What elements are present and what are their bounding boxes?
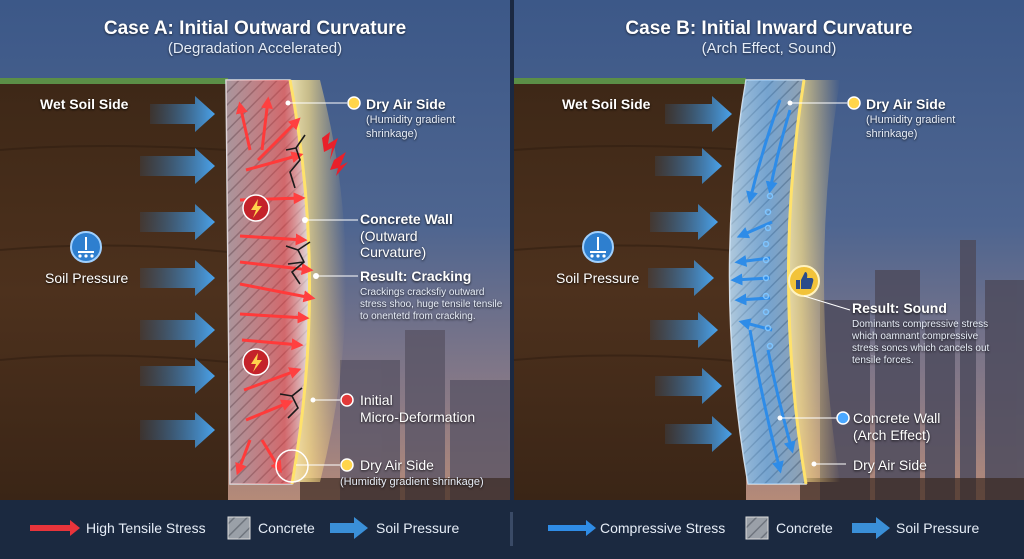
marker-dot-icon [777,96,861,467]
legend-bar [0,500,1024,559]
case-b-dry-air-bottom-label: Dry Air Side [853,457,927,473]
case-a-panel [0,0,510,500]
case-b-dry-air-note-1: (Humidity gradient [866,114,956,126]
case-b-soil-pressure-label: Soil Pressure [556,270,640,286]
marker-dot-icon [285,96,361,472]
legend-b-soil-pressure: Soil Pressure [896,520,980,536]
legend-a-tensile: High Tensile Stress [86,520,206,536]
legend-a-concrete: Concrete [258,520,315,536]
legend-b-compressive: Compressive Stress [600,520,726,536]
case-b-dry-air-label: Dry Air Side [866,96,946,112]
case-a-concrete-wall-label: Concrete Wall [360,211,453,227]
case-b-title: Case B: Initial Inward Curvature [625,18,913,39]
case-a-result-note: Crackings cracksfiy outward stress shoo,… [360,287,503,322]
case-a-dry-air-bottom-label: Dry Air Side [360,457,434,473]
case-b-concrete-wall-label: Concrete Wall [853,410,941,426]
case-b-soil-arrows [648,96,732,452]
case-a-tensile-arrows [235,96,316,476]
thumbs-up-icon [788,265,820,297]
case-a-initial-label-1: Initial [360,392,393,408]
case-a-concrete-wall-sub-2: Curvature) [360,244,427,260]
case-a-dry-air-label: Dry Air Side [366,96,446,112]
case-b-panel [513,0,1024,500]
legend-b-concrete: Concrete [776,520,833,536]
case-b-compressive-arrows [730,99,796,474]
case-b-wet-soil-label: Wet Soil Side [562,96,651,112]
case-b-concrete-wall-sub: (Arch Effect) [853,427,931,443]
case-b-dry-air-note-2: shrinkage) [866,128,918,140]
case-a-dry-air-bottom-note: (Humidity gradient shrinkage) [340,476,484,488]
case-a-concrete-wall-sub-1: (Outward [360,228,418,244]
soil-pressure-icon [582,231,614,263]
legend-a-soil-pressure: Soil Pressure [376,520,460,536]
lightning-icon [242,348,270,376]
case-a-soil-pressure-label: Soil Pressure [45,270,129,286]
case-a-initial-label-2: Micro-Deformation [360,409,476,425]
case-a-cracks [279,134,311,419]
lightning-icon [322,132,348,176]
case-a-dry-air-note-1: (Humidity gradient [366,114,456,126]
case-a-subtitle: (Degradation Accelerated) [167,40,343,57]
case-a-title: Case A: Initial Outward Curvature [103,18,407,39]
soil-pressure-icon [70,231,102,263]
case-a-dry-air-note-2: shrinkage) [366,128,418,140]
case-a-soil-arrows [140,96,215,448]
lightning-icon [242,194,270,222]
case-a-wet-soil-label: Wet Soil Side [40,96,129,112]
case-b-subtitle: (Arch Effect, Sound) [701,40,837,57]
case-b-result-note: Dominants compressive stress which oamna… [852,319,990,366]
case-a-result-title: Result: Cracking [360,268,472,284]
case-b-result-title: Result: Sound [852,300,947,316]
